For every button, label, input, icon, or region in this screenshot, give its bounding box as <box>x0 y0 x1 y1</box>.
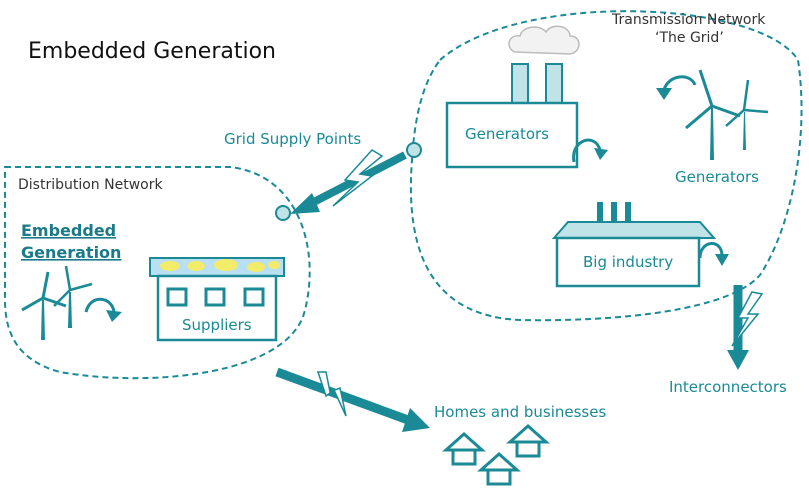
rotation-arrow-icon <box>656 75 697 100</box>
grid-supply-point-node-lower <box>275 205 291 221</box>
transmission-network-label: Transmission Network <box>611 12 766 28</box>
interconnectors-label: Interconnectors <box>669 378 787 396</box>
big-industry-label: Big industry <box>583 253 673 271</box>
cloud-icon <box>508 25 580 55</box>
embedded-wind-turbines-icon <box>21 265 93 340</box>
house-icon <box>477 451 521 486</box>
generators-turbines-label: Generators <box>675 168 759 186</box>
solar-panels-icon <box>160 259 280 272</box>
wind-turbines-icon <box>685 69 769 160</box>
grid-to-distribution-arrow <box>290 151 407 214</box>
the-grid-label: ‘The Grid’ <box>655 30 724 46</box>
suppliers-building-icon <box>149 257 285 342</box>
rotation-arrow-icon <box>84 297 122 322</box>
rotation-arrow-icon <box>698 242 729 266</box>
generators-building-label: Generators <box>465 125 549 143</box>
homes-and-businesses-label: Homes and businesses <box>434 403 606 421</box>
distribution-network-label: Distribution Network <box>18 177 163 193</box>
suppliers-label: Suppliers <box>182 316 252 334</box>
rotation-arrow-icon <box>572 138 608 163</box>
lightning-bolt-icon <box>316 371 347 417</box>
grid-supply-point-node-upper <box>406 142 422 158</box>
page-title: Embedded Generation <box>28 39 276 64</box>
distribution-network-boundary <box>4 166 311 380</box>
transmission-network-boundary <box>409 10 803 322</box>
big-industry-icon <box>551 202 717 288</box>
grid-supply-points-label: Grid Supply Points <box>224 130 361 148</box>
power-station-icon <box>445 25 580 169</box>
lightning-bolt-icon <box>332 149 384 207</box>
house-icon <box>506 423 550 458</box>
distribution-to-homes-arrow <box>275 367 430 432</box>
embedded-generation-label-line2: Generation <box>21 243 121 262</box>
lightning-bolt-icon <box>731 291 764 347</box>
embedded-generation-label-line1: Embedded <box>21 221 116 240</box>
house-icon <box>442 431 486 466</box>
